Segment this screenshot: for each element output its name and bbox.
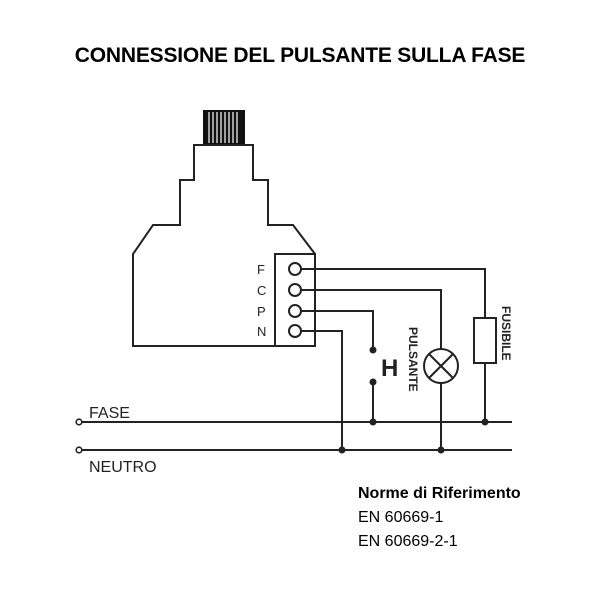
terminal-label-c: C (257, 283, 266, 298)
norme-item: EN 60669-2-1 (358, 533, 458, 550)
device-knob (203, 110, 245, 145)
terminal-label-p: P (257, 304, 266, 319)
fusibile-label: FUSIBILE (499, 306, 513, 361)
wire-p (301, 310, 374, 422)
terminal-c (288, 283, 302, 297)
junction-dot (481, 418, 489, 426)
junction-dots (338, 418, 489, 454)
neutro-label: NEUTRO (89, 459, 157, 476)
lamp-icon (423, 348, 459, 384)
terminal-block (274, 253, 316, 347)
fase-terminal (75, 418, 83, 426)
wire-f (301, 268, 486, 422)
norme-block: Norme di Riferimento EN 60669-1 EN 60669… (358, 482, 521, 554)
terminal-f (288, 262, 302, 276)
button-contact-bottom (369, 378, 377, 386)
terminal-p (288, 304, 302, 318)
device-body (132, 144, 316, 347)
norme-heading: Norme di Riferimento (358, 485, 521, 502)
junction-dot (369, 418, 377, 426)
neutro-terminal (75, 446, 83, 454)
terminal-n (288, 324, 302, 338)
wire-n (301, 330, 343, 450)
junction-dot (338, 446, 346, 454)
diagram-title: CONNESSIONE DEL PULSANTE SULLA FASE (74, 44, 526, 67)
button-contact-top (369, 346, 377, 354)
pulsante-label: PULSANTE (406, 327, 420, 392)
terminal-label-n: N (257, 324, 266, 339)
button-symbol: H (381, 355, 398, 382)
junction-dot (437, 446, 445, 454)
norme-item: EN 60669-1 (358, 509, 444, 526)
fuse-symbol (473, 317, 497, 364)
fase-label: FASE (89, 405, 130, 422)
wire-c (301, 289, 442, 450)
terminal-label-f: F (257, 262, 265, 277)
